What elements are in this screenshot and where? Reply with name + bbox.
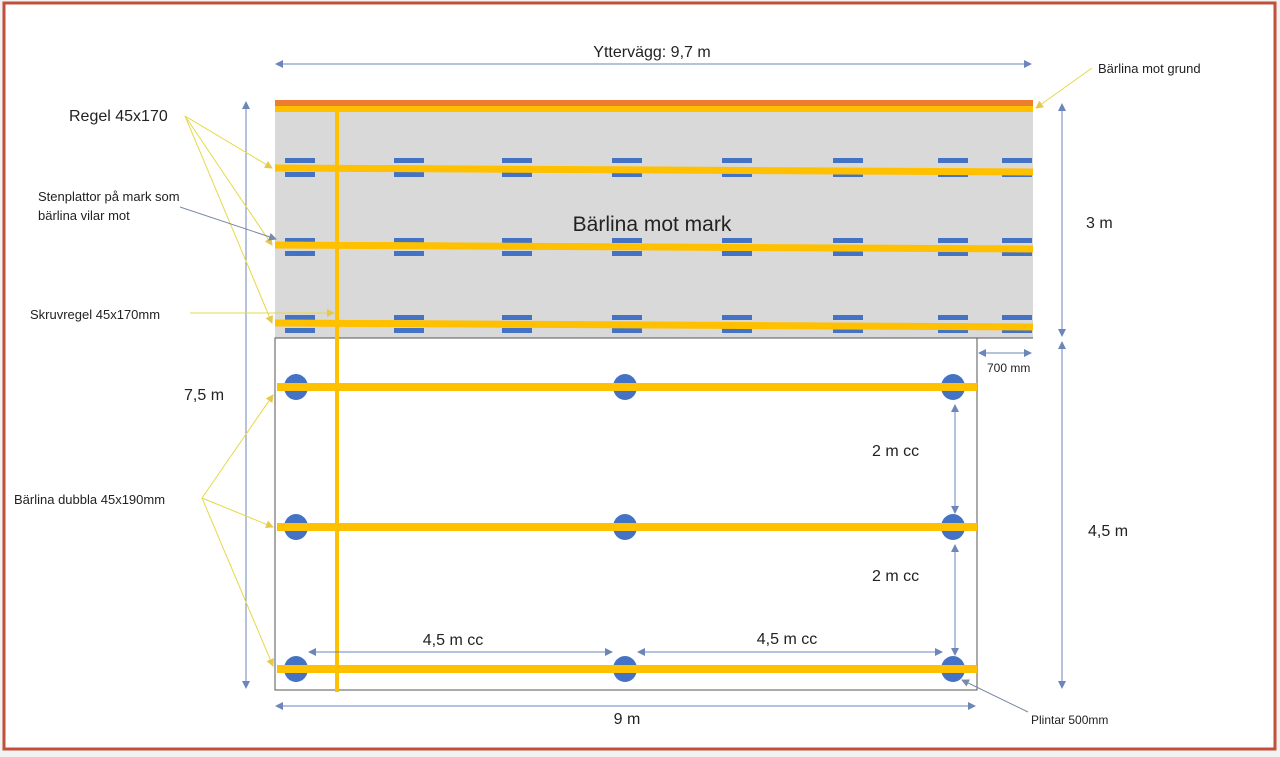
joist-3 xyxy=(274,319,1034,331)
stone-slab-1-5 xyxy=(722,158,752,163)
stone-slab-1-4 xyxy=(612,172,642,177)
stone-slab-2-1 xyxy=(285,238,315,243)
stone-slab-2-7 xyxy=(938,251,968,256)
stone-slab-1-4 xyxy=(612,158,642,163)
ground-area xyxy=(275,102,1033,338)
stone-slab-2-2 xyxy=(394,251,424,256)
stone-slab-2-3 xyxy=(502,251,532,256)
joist-1 xyxy=(274,164,1034,176)
stone-slab-3-4 xyxy=(612,315,642,320)
stone-slab-3-4 xyxy=(612,328,642,333)
label-beam-foundation: Bärlina mot grund xyxy=(1098,61,1201,76)
stone-slab-2-5 xyxy=(722,251,752,256)
stone-slab-1-3 xyxy=(502,158,532,163)
pointer-double-2 xyxy=(201,497,274,529)
stone-slab-2-1 xyxy=(285,251,315,256)
pointer-stone-slabs xyxy=(179,206,277,241)
pointer-footings xyxy=(961,679,1029,713)
label-depth-total: 7,5 m xyxy=(184,387,224,404)
label-width-bottom: 9 m xyxy=(614,711,641,728)
stone-slab-3-6 xyxy=(833,315,863,320)
stone-slab-1-1 xyxy=(285,172,315,177)
label-stone-slabs-1: Stenplattor på mark som xyxy=(38,189,180,204)
stone-slab-1-7 xyxy=(938,158,968,163)
stone-slab-1-2 xyxy=(394,172,424,177)
pointer-double-1 xyxy=(201,394,274,499)
stone-slab-2-4 xyxy=(612,251,642,256)
foundation-beam xyxy=(275,100,1033,106)
label-spacing-y-2: 2 m cc xyxy=(872,568,919,585)
stone-slab-3-7 xyxy=(938,315,968,320)
label-spacing-x-1: 4,5 m cc xyxy=(423,632,483,649)
label-depth-top: 3 m xyxy=(1086,215,1113,232)
pointer-joist-1 xyxy=(184,115,273,169)
stone-slab-3-3 xyxy=(502,315,532,320)
label-depth-bottom: 4,5 m xyxy=(1088,523,1128,540)
stone-slab-1-6 xyxy=(833,158,863,163)
stone-slab-2-7 xyxy=(938,238,968,243)
stone-slab-1-2 xyxy=(394,158,424,163)
stone-slab-1-1 xyxy=(285,158,315,163)
stone-slab-3-1 xyxy=(285,315,315,320)
pointer-foundation xyxy=(1035,67,1093,109)
stone-slab-1-5 xyxy=(722,172,752,177)
label-offset: 700 mm xyxy=(987,361,1030,375)
stone-slab-3-7 xyxy=(938,328,968,333)
ground-beams xyxy=(274,164,1034,331)
stone-slab-2-4 xyxy=(612,238,642,243)
foundation-beam-yellow xyxy=(275,106,1033,112)
pointer-joist-2 xyxy=(184,115,273,246)
deck-outline xyxy=(274,337,978,691)
stone-slab-3-5 xyxy=(722,315,752,320)
stone-slab-3-3 xyxy=(502,328,532,333)
stone-slab-3-8 xyxy=(1002,328,1032,333)
stone-slab-2-6 xyxy=(833,238,863,243)
stone-slab-1-8 xyxy=(1002,158,1032,163)
stone-slab-3-2 xyxy=(394,328,424,333)
stone-slab-3-5 xyxy=(722,328,752,333)
label-footings: Plintar 500mm xyxy=(1031,713,1108,727)
pointer-joist-3 xyxy=(184,115,273,324)
stone-slab-3-1 xyxy=(285,328,315,333)
stone-slab-2-6 xyxy=(833,251,863,256)
stone-slab-2-3 xyxy=(502,238,532,243)
label-double-beam: Bärlina dubbla 45x190mm xyxy=(14,492,165,507)
label-spacing-x-2: 4,5 m cc xyxy=(757,631,817,648)
label-joist: Regel 45x170 xyxy=(69,108,168,125)
stone-slab-2-2 xyxy=(394,238,424,243)
double-beams xyxy=(277,383,977,673)
pointer-double-3 xyxy=(201,497,274,667)
label-stone-slabs-2: bärlina vilar mot xyxy=(38,208,130,223)
joist-2 xyxy=(274,241,1034,253)
stone-slab-3-6 xyxy=(833,328,863,333)
label-spacing-y-1: 2 m cc xyxy=(872,443,919,460)
stone-slab-3-2 xyxy=(394,315,424,320)
label-screw-joist: Skruvregel 45x170mm xyxy=(30,307,160,322)
stone-slab-2-8 xyxy=(1002,251,1032,256)
stone-slab-1-3 xyxy=(502,172,532,177)
stone-slab-3-8 xyxy=(1002,315,1032,320)
label-beam-ground: Bärlina mot mark xyxy=(573,213,732,236)
stone-slab-2-5 xyxy=(722,238,752,243)
label-outer-wall: Yttervägg: 9,7 m xyxy=(593,44,710,61)
stone-slab-2-8 xyxy=(1002,238,1032,243)
